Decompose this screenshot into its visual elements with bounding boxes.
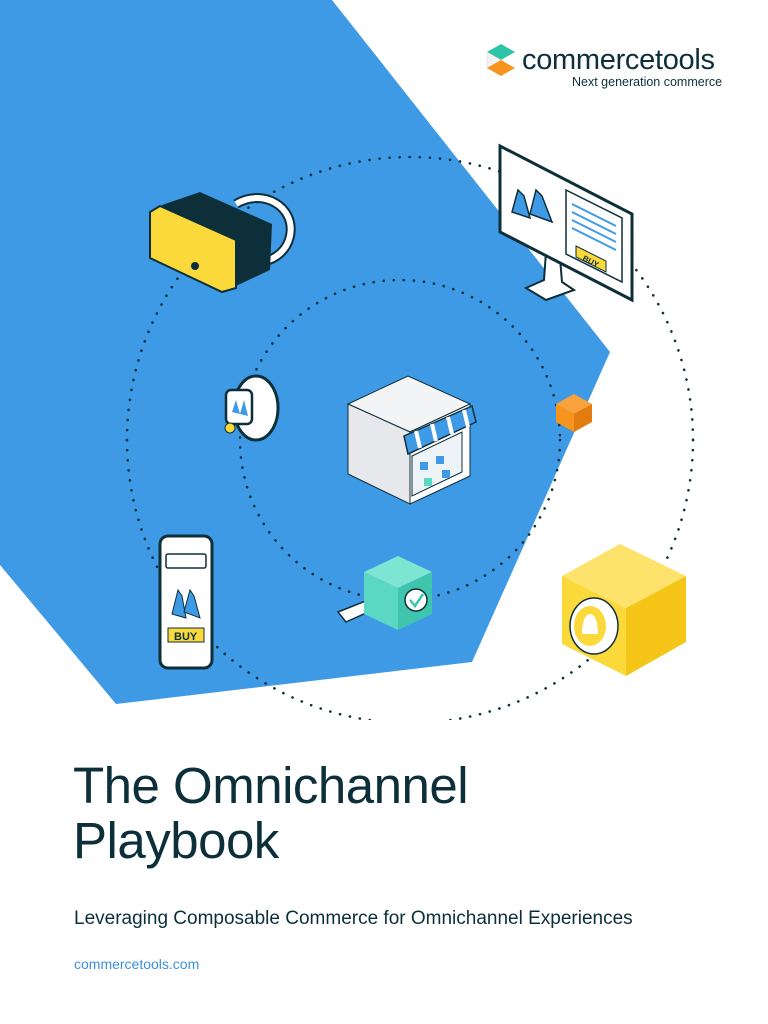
logo-mark-icon bbox=[486, 44, 515, 77]
brand-tagline: Next generation commerce bbox=[572, 75, 723, 89]
website-link[interactable]: commercetools.com bbox=[74, 956, 200, 972]
card-payment-icon bbox=[336, 556, 432, 630]
title-line-2: Playbook bbox=[73, 812, 279, 869]
smartwatch-icon bbox=[224, 374, 280, 442]
outer-orbit-ring bbox=[125, 155, 695, 720]
title-line-1: The Omnichannel bbox=[73, 757, 469, 814]
brand-logo[interactable]: commercetools Next generation commerce bbox=[484, 42, 734, 92]
vr-headset-icon bbox=[149, 192, 296, 294]
storefront-icon bbox=[346, 375, 477, 505]
brand-name: commercetools bbox=[522, 44, 715, 76]
page-title: The Omnichannel Playbook bbox=[73, 758, 693, 868]
blue-background-shape bbox=[0, 0, 610, 704]
desktop-monitor-icon bbox=[498, 143, 634, 303]
phone-buy-label: BUY bbox=[174, 631, 198, 643]
smartphone-icon bbox=[158, 534, 214, 670]
page-subtitle: Leveraging Composable Commerce for Omnic… bbox=[74, 908, 633, 929]
orange-cube-icon bbox=[556, 394, 592, 432]
hero-illustration: BUY BUY bbox=[0, 0, 695, 720]
notification-bell-cube-icon bbox=[562, 544, 686, 676]
